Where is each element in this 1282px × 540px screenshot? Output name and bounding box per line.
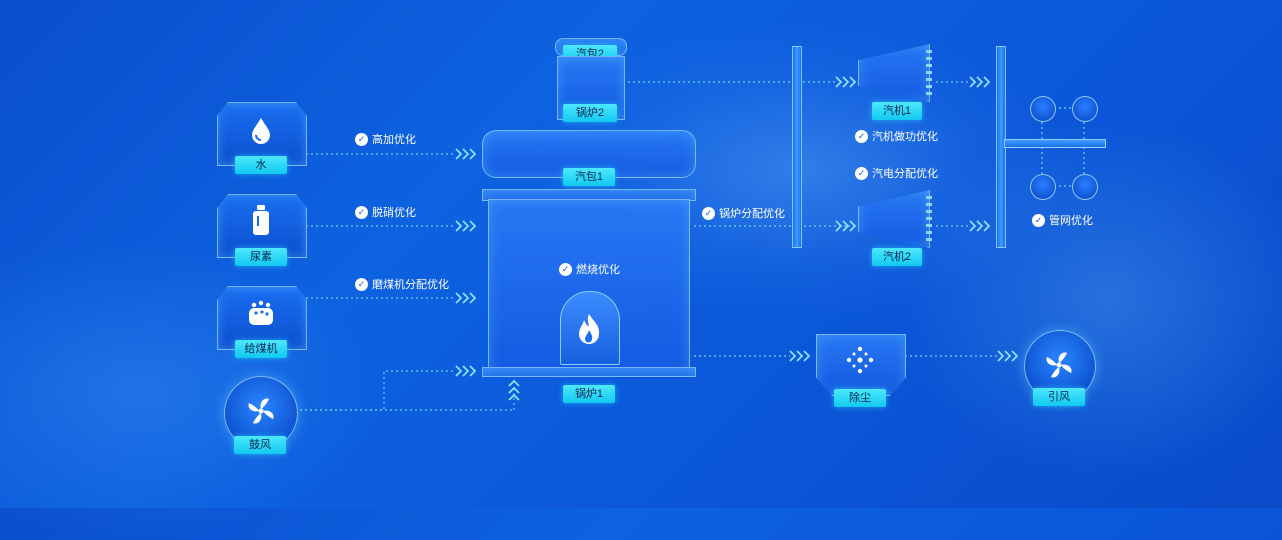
blower-arrow-icon: [455, 365, 477, 377]
coal-arrow-icon: [455, 292, 477, 304]
opt-label: 高加优化: [372, 134, 416, 146]
check-icon: ✓: [855, 166, 868, 180]
flame-icon: [574, 311, 604, 347]
dust-particles-icon: [844, 344, 876, 376]
turbine1-teeth: [926, 50, 932, 96]
blower-node[interactable]: 鼓风: [222, 376, 302, 456]
opt-label: 燃烧优化: [576, 264, 620, 276]
boiler1-label: 锅炉1: [563, 385, 615, 403]
dust-removal-node[interactable]: 除尘: [816, 334, 906, 410]
opt-pipe-network[interactable]: ✓ 管网优化: [1032, 212, 1093, 228]
boiler-header-arrow-icon: [835, 220, 857, 232]
opt-turbine-work[interactable]: ✓ 汽机做功优化: [855, 128, 938, 144]
water-arrow-icon: [455, 148, 477, 160]
flow-lines: [300, 76, 1085, 411]
check-icon: ✓: [355, 205, 368, 219]
opt-label: 管网优化: [1049, 215, 1093, 227]
turbine1-node[interactable]: 汽机1: [858, 44, 936, 120]
water-label: 水: [235, 156, 287, 174]
steam-header-left: [792, 46, 802, 248]
blower-fan-icon: [244, 394, 278, 428]
blower-up-arrow-icon: [508, 379, 520, 401]
turbine2-arrow-icon: [969, 220, 991, 232]
check-icon: ✓: [355, 277, 368, 291]
turbine1-arrow-icon: [969, 76, 991, 88]
opt-high-pressure-heater[interactable]: ✓ 高加优化: [355, 131, 416, 147]
water-drop-icon: [247, 114, 275, 146]
urea-node[interactable]: 尿素: [217, 194, 307, 266]
boiler1-node[interactable]: ✓ 燃烧优化 锅炉1: [482, 189, 696, 405]
urea-arrow-icon: [455, 220, 477, 232]
check-icon: ✓: [1032, 213, 1045, 227]
coal-feeder-icon: [245, 298, 277, 328]
check-icon: ✓: [855, 129, 868, 143]
check-icon: ✓: [559, 262, 572, 276]
pipe-node-icon: [1072, 96, 1098, 122]
opt-label: 汽机做功优化: [872, 131, 938, 143]
coal-feeder-label: 给煤机: [235, 340, 287, 358]
drum1-node[interactable]: 汽包1: [482, 130, 696, 186]
induced-draft-node[interactable]: 引风: [1022, 330, 1098, 410]
induced-fan-icon: [1042, 348, 1076, 382]
urea-label: 尿素: [235, 248, 287, 266]
fan-arrow-icon: [997, 350, 1019, 362]
opt-denitration[interactable]: ✓ 脱硝优化: [355, 204, 416, 220]
opt-label: 锅炉分配优化: [719, 208, 785, 220]
drum2-node[interactable]: 汽包2 锅炉2: [553, 38, 627, 122]
blower-label: 鼓风: [234, 436, 286, 454]
opt-mill-distribution[interactable]: ✓ 磨煤机分配优化: [355, 276, 449, 292]
urea-bottle-icon: [247, 202, 275, 238]
opt-boiler-distribution[interactable]: ✓ 锅炉分配优化: [702, 205, 785, 221]
opt-label: 汽电分配优化: [872, 168, 938, 180]
check-icon: ✓: [355, 132, 368, 146]
drum1-label: 汽包1: [563, 168, 615, 186]
pipe-network[interactable]: [1004, 92, 1108, 204]
drum2-arrow-icon: [835, 76, 857, 88]
pipe-node-icon: [1030, 174, 1056, 200]
check-icon: ✓: [702, 206, 715, 220]
pipe-node-icon: [1072, 174, 1098, 200]
turbine2-label: 汽机2: [872, 248, 922, 266]
dust-arrow-icon: [789, 350, 811, 362]
turbine2-teeth: [926, 196, 932, 242]
induced-draft-label: 引风: [1033, 388, 1085, 406]
opt-label: 脱硝优化: [372, 207, 416, 219]
boiler2-label: 锅炉2: [563, 104, 617, 122]
turbine1-label: 汽机1: [872, 102, 922, 120]
blower-flow-line: [300, 370, 456, 411]
pipe-node-icon: [1030, 96, 1056, 122]
opt-steam-power-distribution[interactable]: ✓ 汽电分配优化: [855, 165, 938, 181]
opt-combustion[interactable]: ✓ 燃烧优化: [559, 261, 620, 277]
dust-removal-label: 除尘: [834, 389, 886, 407]
water-node[interactable]: 水: [217, 102, 307, 174]
opt-label: 磨煤机分配优化: [372, 279, 449, 291]
pipe-main-bar: [1004, 139, 1106, 148]
coal-feeder-node[interactable]: 给煤机: [217, 286, 307, 358]
turbine2-node[interactable]: 汽机2: [858, 190, 936, 266]
